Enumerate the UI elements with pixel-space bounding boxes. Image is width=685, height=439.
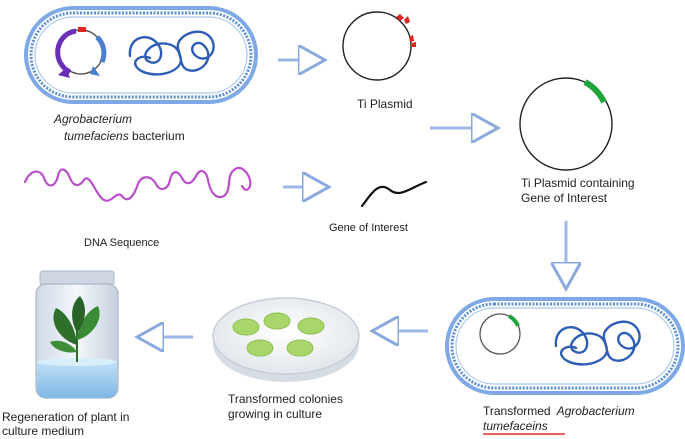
- recombinant-plasmid-icon: [519, 77, 613, 171]
- regeneration-label-line2: culture medium: [2, 424, 84, 438]
- colony-icon: [232, 318, 260, 336]
- colony-icon: [286, 339, 314, 357]
- gene-of-interest-label: Gene of Interest: [329, 222, 408, 234]
- ti-plasmid-icon: [342, 11, 416, 81]
- agrobacterium-cell: [24, 6, 258, 104]
- recombinant-plasmid-label-line2: Gene of Interest: [521, 191, 608, 205]
- colonies-label-line1: Transformed colonies: [228, 392, 343, 406]
- plant-icon: [50, 296, 100, 362]
- transformed-label-line2: tumefaceins: [483, 419, 548, 433]
- gene-of-interest-icon: [360, 180, 428, 208]
- recombinant-plasmid-in-cell-icon: [479, 313, 521, 355]
- chromosome-icon: [128, 30, 215, 76]
- bacterium-label-line1: Agrobacterium: [53, 112, 132, 126]
- chromosome-icon-2: [554, 320, 641, 366]
- colony-icon: [263, 312, 291, 330]
- colony-icon: [246, 339, 274, 357]
- recombinant-plasmid-label-line1: Ti Plasmid containing: [521, 176, 635, 190]
- culture-jar-icon: [35, 270, 119, 399]
- transformed-agrobacterium-cell: [445, 297, 685, 395]
- dna-sequence-icon: [23, 166, 252, 202]
- ti-plasmid-label: Ti Plasmid: [357, 97, 413, 111]
- colonies-label-line2: growing in culture: [228, 407, 322, 421]
- ti-plasmid-in-cell-icon: [55, 27, 107, 78]
- regeneration-label-line1: Regeneration of plant in: [2, 410, 129, 424]
- colony-icon: [297, 317, 325, 335]
- bacterium-label-line2: tumefaciens bacterium: [64, 129, 185, 143]
- dna-sequence-label: DNA Sequence: [84, 237, 159, 249]
- petri-dish-icon: [212, 297, 360, 382]
